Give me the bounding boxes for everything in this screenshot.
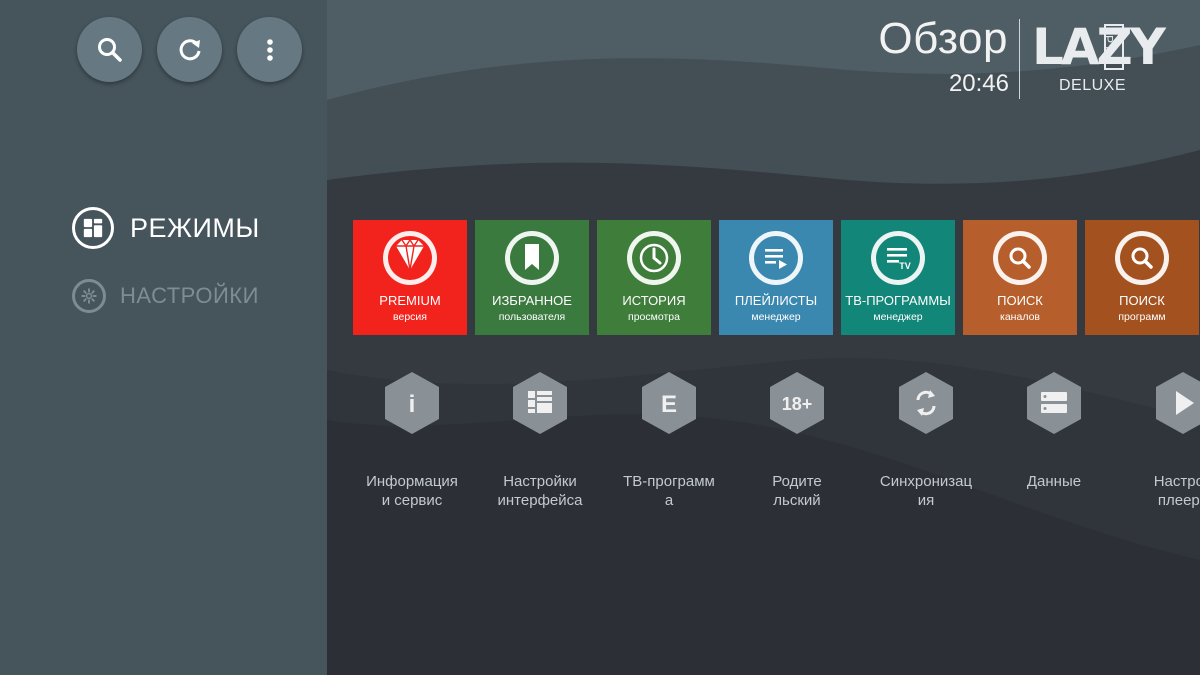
page-title: Обзор xyxy=(878,14,1008,63)
grid-icon xyxy=(72,207,114,249)
tile-title: ТВ-ПРОГРАММЫ xyxy=(845,293,951,308)
tile-subtitle: менеджер xyxy=(873,311,923,323)
mode-tile[interactable]: TV ТВ-ПРОГРАММЫ менеджер xyxy=(841,220,955,335)
settings-item-label: Родите льский xyxy=(772,473,822,509)
settings-item-label: Информация и сервис xyxy=(366,473,458,509)
settings-item-label: Данные xyxy=(1026,473,1082,490)
tile-title: ИЗБРАННОЕ xyxy=(492,293,572,308)
svg-text:i: i xyxy=(409,391,416,418)
sync-icon xyxy=(897,370,955,436)
refresh-icon xyxy=(179,38,200,60)
bookmark-icon xyxy=(505,231,559,285)
settings-item[interactable]: Настрой плеера xyxy=(1118,370,1200,510)
tv-guide-icon: TV xyxy=(871,231,925,285)
settings-item[interactable]: Синхронизац ия xyxy=(861,370,991,510)
mode-tile[interactable]: ИСТОРИЯ просмотра xyxy=(597,220,711,335)
play-icon xyxy=(1154,370,1200,436)
settings-item-label: Настрой плеера xyxy=(1153,473,1200,509)
diamond-icon xyxy=(383,231,437,285)
tile-title: ПОИСК xyxy=(1119,293,1165,308)
sidebar-item-label: РЕЖИМЫ xyxy=(130,212,260,243)
settings-item-label: Настройки интерфейса xyxy=(497,473,583,509)
background-waves xyxy=(327,0,1200,675)
tile-subtitle: пользователя xyxy=(498,311,566,323)
search-button[interactable] xyxy=(77,17,142,82)
svg-text:TV: TV xyxy=(899,261,911,271)
mode-tiles: PREMIUM версия ИЗБРАННОЕ пользователя ИСТОРИ… xyxy=(353,220,1200,335)
gear-icon xyxy=(72,279,106,313)
search-icon xyxy=(97,37,122,62)
logo-badge-text: IPTV xyxy=(1101,30,1116,62)
search-icon xyxy=(1115,231,1169,285)
settings-item[interactable]: E ТВ-программ а xyxy=(604,370,734,510)
mode-tile[interactable]: PREMIUM версия xyxy=(353,220,467,335)
sidebar-item-label: НАСТРОЙКИ xyxy=(120,283,259,308)
sidebar: РЕЖИМЫ НАСТРОЙКИ xyxy=(0,0,327,675)
tile-subtitle: программ xyxy=(1118,311,1166,323)
search-icon xyxy=(993,231,1047,285)
clock: 20:46 xyxy=(948,70,1009,97)
tile-subtitle: каналов xyxy=(1000,311,1040,323)
svg-text:18+: 18+ xyxy=(782,394,813,414)
epg-letter-icon: E xyxy=(640,370,698,436)
playlist-icon xyxy=(749,231,803,285)
sidebar-item-settings[interactable]: НАСТРОЙКИ xyxy=(72,279,259,313)
header-divider xyxy=(1019,19,1020,99)
layout-icon xyxy=(511,370,569,436)
more-vertical-icon xyxy=(266,38,273,61)
tile-title: ИСТОРИЯ xyxy=(622,293,686,308)
settings-item[interactable]: Настройки интерфейса xyxy=(475,370,605,510)
tile-subtitle: менеджер xyxy=(751,311,801,323)
tile-title: ПОИСК xyxy=(997,293,1043,308)
clock-icon xyxy=(627,231,681,285)
mode-tile[interactable]: ПЛЕЙЛИСТЫ менеджер xyxy=(719,220,833,335)
logo-sub-text: DELUXE xyxy=(1059,77,1127,94)
tile-subtitle: просмотра xyxy=(628,311,680,323)
logo-badge: IPTV xyxy=(1101,24,1124,70)
logo-main-text: LAZY xyxy=(1032,18,1166,76)
sidebar-item-modes[interactable]: РЕЖИМЫ xyxy=(72,207,260,249)
tile-title: ПЛЕЙЛИСТЫ xyxy=(734,293,818,308)
tile-subtitle: версия xyxy=(393,311,427,323)
main-area: Обзор 20:46 LAZY IPTV DELUXE PREMIUM верс… xyxy=(327,0,1200,675)
age-18-icon: 18+ xyxy=(768,370,826,436)
refresh-button[interactable] xyxy=(157,17,222,82)
settings-item[interactable]: 18+ Родите льский xyxy=(732,370,862,510)
settings-item-label: ТВ-программ а xyxy=(623,473,715,509)
mode-tile[interactable]: ИЗБРАННОЕ пользователя xyxy=(475,220,589,335)
info-icon: i xyxy=(383,370,441,436)
svg-text:E: E xyxy=(661,391,677,418)
more-button[interactable] xyxy=(237,17,302,82)
tile-title: PREMIUM xyxy=(379,293,441,308)
mode-tile[interactable]: ПОИСК программ xyxy=(1085,220,1199,335)
storage-icon xyxy=(1025,370,1083,436)
app-logo: LAZY IPTV DELUXE xyxy=(1032,22,1166,97)
settings-item[interactable]: Данные xyxy=(989,370,1119,491)
settings-item-label: Синхронизац ия xyxy=(879,473,973,509)
mode-tile[interactable]: ПОИСК каналов xyxy=(963,220,1077,335)
